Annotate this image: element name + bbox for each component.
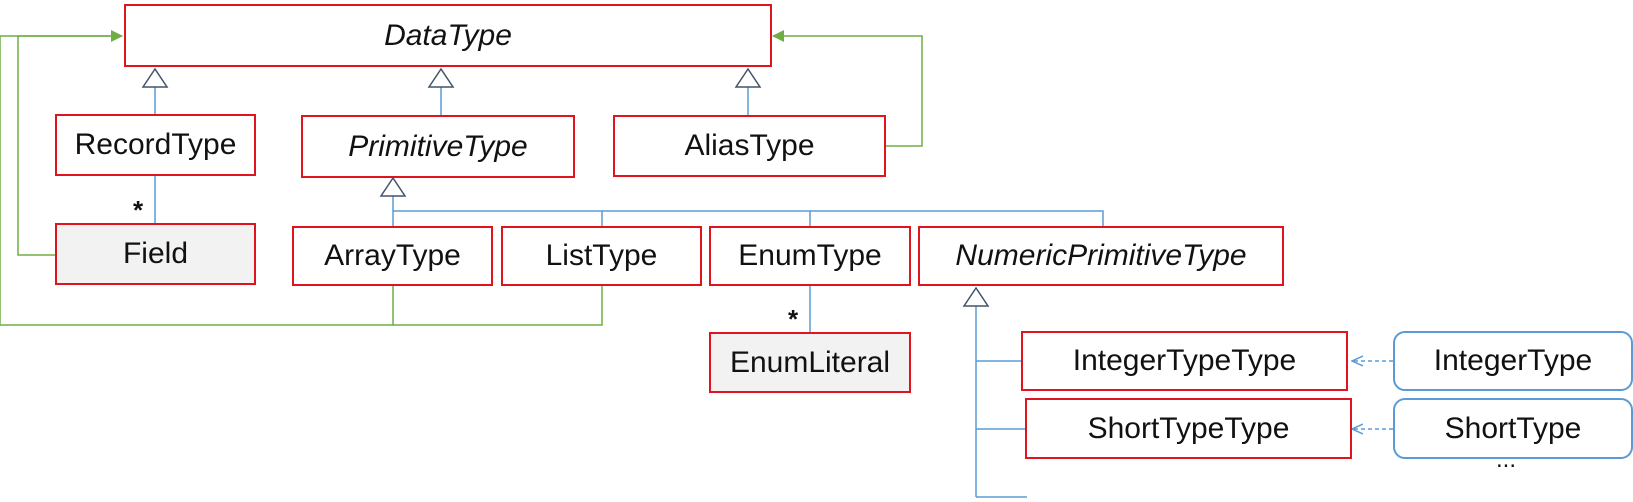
integer-type-type-class: IntegerTypeType [1021, 331, 1348, 391]
alias-type-generalization-arrowhead [734, 67, 762, 88]
enum-literal-class: EnumLiteral [709, 332, 911, 393]
list-element-type-line [393, 285, 603, 326]
data-type-class: DataType [124, 4, 772, 67]
field-class: Field [55, 223, 256, 285]
primitive-type-class: PrimitiveType [301, 115, 575, 178]
numeric-subtypes-arrowhead [962, 286, 990, 307]
enum-literal-label: EnumLiteral [729, 345, 891, 379]
enum-type-label: EnumType [738, 239, 882, 272]
numeric-primitive-type-label: NumericPrimitiveType [955, 239, 1247, 272]
integer-type-type-label: IntegerTypeType [1072, 344, 1297, 377]
primitive-subtypes-tree-line [392, 195, 1104, 226]
record-type-generalization-arrowhead [141, 67, 169, 88]
short-type-type-label: ShortTypeType [1087, 411, 1290, 445]
short-type-label: ShortType [1444, 411, 1582, 445]
list-type-class: ListType [501, 226, 702, 286]
alias-type-reference-line [772, 30, 923, 147]
primitive-subtypes-arrowhead [379, 176, 407, 197]
collection-element-type-line [0, 35, 394, 326]
short-type-instance: ShortType [1393, 398, 1633, 459]
alias-type-label: AliasType [684, 129, 815, 162]
record-type-class: RecordType [55, 114, 256, 176]
integer-type-label: IntegerType [1433, 344, 1593, 377]
enum-type-class: EnumType [709, 226, 911, 286]
short-type-type-class: ShortTypeType [1025, 398, 1352, 459]
array-type-class: ArrayType [292, 226, 493, 286]
primitive-type-label: PrimitiveType [348, 129, 528, 163]
more-instances-ellipsis: ... [1496, 446, 1517, 473]
record-field-multiplicity: * [133, 195, 144, 225]
alias-type-class: AliasType [613, 115, 886, 177]
numeric-primitive-type-class: NumericPrimitiveType [918, 226, 1284, 286]
field-label: Field [122, 237, 189, 270]
list-type-label: ListType [545, 239, 658, 272]
primitive-type-generalization-arrowhead [427, 67, 455, 88]
record-type-label: RecordType [74, 128, 237, 161]
numeric-subtypes-tree-line [975, 305, 1027, 498]
enum-literal-multiplicity: * [788, 304, 799, 334]
data-type-label: DataType [384, 18, 512, 52]
array-type-label: ArrayType [324, 239, 461, 272]
integer-type-instance: IntegerType [1393, 331, 1633, 391]
